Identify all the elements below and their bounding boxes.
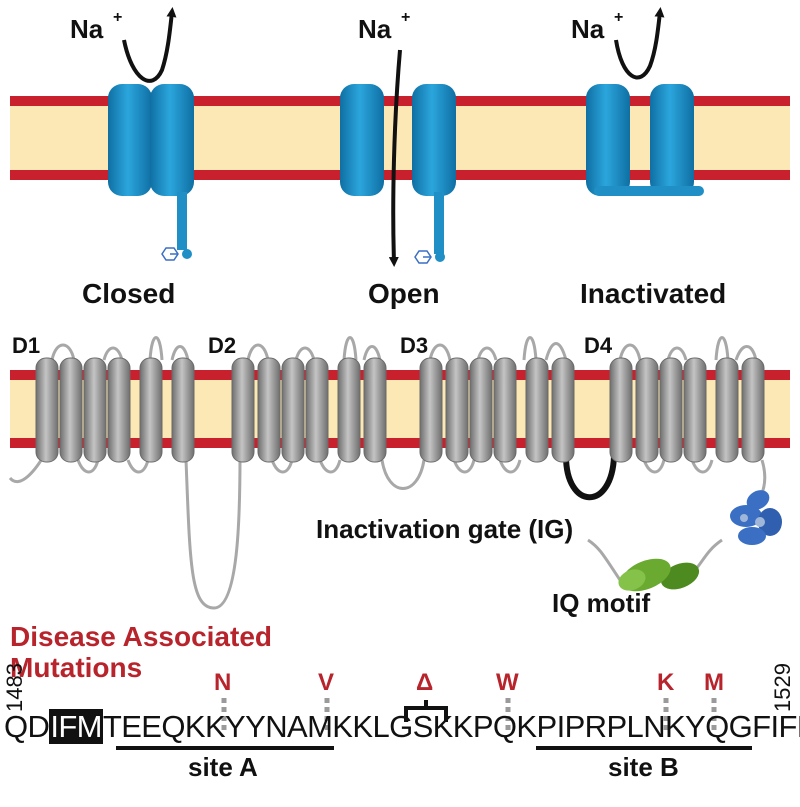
sequence-linker: GSKKPQKPIPRP xyxy=(389,709,627,744)
helix-d3-s3 xyxy=(469,357,493,463)
mutation-delta: Δ xyxy=(416,669,433,696)
helix-d3-s5 xyxy=(525,357,549,463)
svg-text:Na: Na xyxy=(70,14,104,44)
svg-text:+: + xyxy=(614,9,623,26)
sequence-site-a-region: TEEQKKYYNAMKKL xyxy=(102,709,390,744)
open-channel xyxy=(340,84,456,264)
inactivation-gate-label: Inactivation gate (IG) xyxy=(316,514,573,544)
svg-text:+: + xyxy=(401,9,410,26)
helix-d3-s1 xyxy=(419,357,443,463)
state-label-open: Open xyxy=(368,278,440,309)
sequence-end-number: 1529 xyxy=(770,663,795,712)
svg-text:Na: Na xyxy=(358,14,392,44)
helix-d2-s4 xyxy=(305,357,329,463)
domain-label-d2: D2 xyxy=(208,333,236,358)
helix-d4-s3 xyxy=(659,357,683,463)
na-label-open: Na + xyxy=(358,9,410,44)
helix-d1-s4 xyxy=(107,357,131,463)
svg-text:+: + xyxy=(113,9,122,26)
domain-label-d1: D1 xyxy=(12,333,40,358)
site-a-bar xyxy=(116,746,334,750)
state-label-inactivated: Inactivated xyxy=(580,278,726,309)
inactivated-channel xyxy=(586,84,704,196)
state-label-closed: Closed xyxy=(82,278,175,309)
helix-d2-s5 xyxy=(337,357,361,463)
inactivated-ion-arrow xyxy=(614,7,665,80)
helix-d4-s5 xyxy=(715,357,739,463)
site-b-bar xyxy=(536,746,752,750)
deletion-bracket xyxy=(404,700,448,722)
closed-ion-arrow xyxy=(122,7,177,83)
open-ion-arrow xyxy=(388,49,402,267)
disease-title-line1: Disease Associated xyxy=(10,621,272,652)
iq-motif-label: IQ motif xyxy=(552,588,651,618)
sequence-start-number: 1483 xyxy=(2,663,27,712)
mutation-v: V xyxy=(318,669,334,696)
helix-d4-s6 xyxy=(741,357,765,463)
helix-d1-s1 xyxy=(35,357,59,463)
iq-motif-icon xyxy=(618,558,700,592)
sequence-prefix: QD xyxy=(4,709,50,744)
mutation-n: N xyxy=(214,669,231,696)
helix-d2-s2 xyxy=(257,357,281,463)
calmodulin-icon xyxy=(730,490,782,545)
disease-title-line2: Mutations xyxy=(10,652,142,683)
site-a-label: site A xyxy=(188,752,258,782)
domain-helices xyxy=(35,357,765,463)
site-b-label: site B xyxy=(608,752,679,782)
helix-d2-s6 xyxy=(363,357,387,463)
helix-d2-s1 xyxy=(231,357,255,463)
helix-d3-s2 xyxy=(445,357,469,463)
helix-d4-s1 xyxy=(609,357,633,463)
helix-d1-s2 xyxy=(59,357,83,463)
helix-d4-s4 xyxy=(683,357,707,463)
mutation-k: K xyxy=(657,669,675,696)
mutation-w: W xyxy=(496,669,519,696)
inactivation-gate-loop xyxy=(563,455,617,501)
helix-d1-s6 xyxy=(171,357,195,463)
ifm-motif: IFM xyxy=(49,709,103,744)
sequence-line: QDIFMTEEQKKYYNAMKKLGSKKPQKPIPRPLNKYQGFIF… xyxy=(4,709,800,744)
sequence-site-b-region: LNKYQGFIFDIVTK xyxy=(626,709,800,744)
helix-d1-s3 xyxy=(83,357,107,463)
domain-label-d3: D3 xyxy=(400,333,428,358)
helix-d3-s4 xyxy=(493,357,517,463)
closed-channel xyxy=(108,84,194,261)
mutation-m: M xyxy=(704,669,724,696)
domain-label-d4: D4 xyxy=(584,333,613,358)
helix-d4-s2 xyxy=(635,357,659,463)
helix-d3-s6 xyxy=(551,357,575,463)
na-label-closed: Na + xyxy=(70,9,122,44)
helix-d1-s5 xyxy=(139,357,163,463)
helix-d2-s3 xyxy=(281,357,305,463)
na-label-inactivated: Na + xyxy=(571,9,623,44)
svg-text:Na: Na xyxy=(571,14,605,44)
